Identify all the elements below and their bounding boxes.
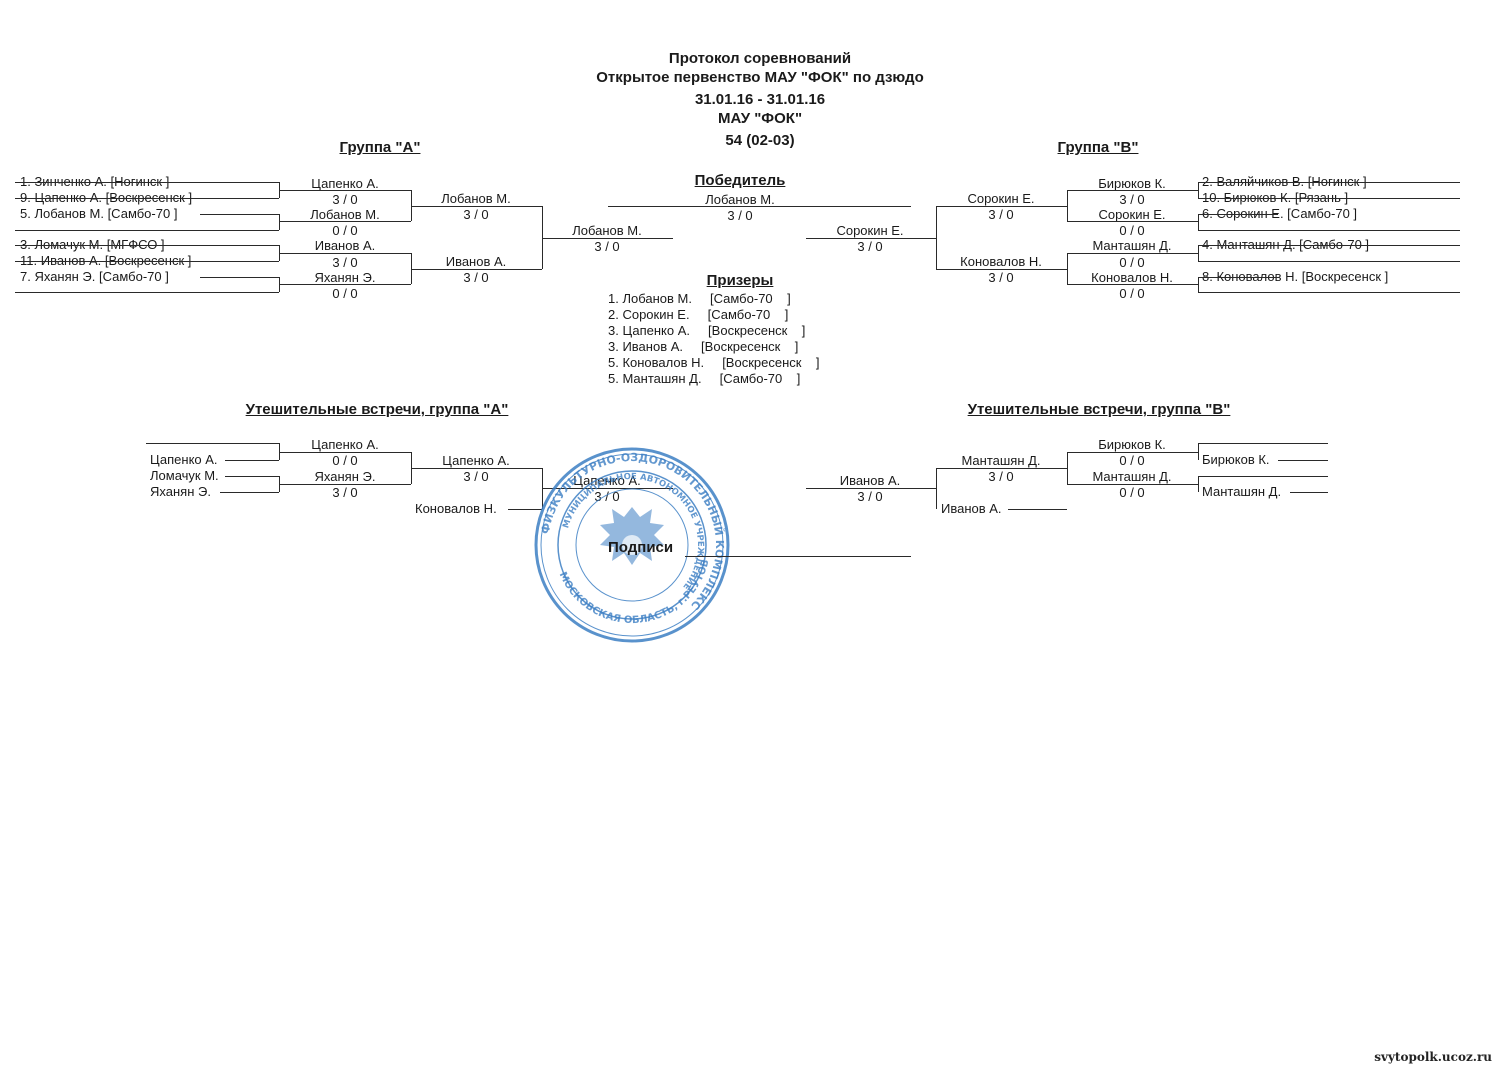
signatures-label: Подписи <box>608 539 674 556</box>
entrant: Манташян Д. <box>1202 484 1282 499</box>
entrant: 4. Манташян Д. [Самбо-70 ] <box>1202 237 1370 252</box>
entrant: Ломачук М. <box>150 468 219 483</box>
match-winner: Иванов А. <box>314 238 376 253</box>
match-winner: Цапенко А. <box>311 176 379 191</box>
consolation-b-title: Утешительные встречи, группа "В" <box>967 401 1231 418</box>
entrant: 5. Лобанов М. [Самбо-70 ] <box>20 206 178 221</box>
entrant: 10. Бирюков К. [Рязань ] <box>1202 190 1349 205</box>
match-score: 0 / 0 <box>1119 286 1145 301</box>
entrant: Бирюков К. <box>1202 452 1270 467</box>
match-winner: Сорокин Е. <box>1098 207 1166 222</box>
match-score: 3 / 0 <box>988 270 1014 285</box>
match-winner: Манташян Д. <box>961 453 1041 468</box>
prize-item: 5. Манташян Д. [Самбо-70 ] <box>608 371 801 386</box>
prize-item: 5. Коновалов Н. [Воскресенск ] <box>608 355 820 370</box>
match-score: 3 / 0 <box>463 207 489 222</box>
entrant: 11. Иванов А. [Воскресенск ] <box>20 253 192 268</box>
match-score: 0 / 0 <box>1119 255 1145 270</box>
entrant: 8. Коновалов Н. [Воскресенск ] <box>1202 269 1389 284</box>
match-winner: Сорокин Е. <box>967 191 1035 206</box>
entrant: Цапенко А. <box>150 452 218 467</box>
match-score: 3 / 0 <box>1119 192 1145 207</box>
prize-item: 2. Сорокин Е. [Самбо-70 ] <box>608 307 789 322</box>
signature-line <box>685 556 911 557</box>
entrant: Яханян Э. <box>150 484 211 499</box>
match-score: 0 / 0 <box>332 223 358 238</box>
consolation-b-winner: Иванов А. <box>839 473 901 488</box>
match-score: 3 / 0 <box>988 207 1014 222</box>
match-winner: Манташян Д. <box>1092 469 1172 484</box>
match-winner: Цапенко А. <box>311 437 379 452</box>
entrant: 3. Ломачук М. [МГФСО ] <box>20 237 165 252</box>
match-score: 3 / 0 <box>332 192 358 207</box>
winner-title: Победитель <box>694 172 786 189</box>
match-score: 0 / 0 <box>1119 453 1145 468</box>
weight-category: 54 (02-03) <box>725 132 795 149</box>
competition-dates: 31.01.16 - 31.01.16 <box>694 91 826 108</box>
entrant: 2. Валяйчиков В. [Ногинск ] <box>1202 174 1367 189</box>
eagle-emblem-icon <box>600 507 664 565</box>
group-b-final-winner: Сорокин Е. <box>836 223 904 238</box>
match-winner: Манташян Д. <box>1092 238 1172 253</box>
bye-entrant: Иванов А. <box>941 501 1002 516</box>
match-winner: Лобанов М. <box>310 207 380 222</box>
winner-name: Лобанов М. <box>705 192 775 207</box>
match-score: 3 / 0 <box>332 255 358 270</box>
entrant: 6. Сорокин Е. [Самбо-70 ] <box>1202 206 1358 221</box>
site-watermark: svytopolk.ucoz.ru <box>1374 1050 1492 1064</box>
match-winner: Бирюков К. <box>1098 437 1166 452</box>
match-winner: Коновалов Н. <box>1091 270 1173 285</box>
venue: МАУ "ФОК" <box>717 110 803 127</box>
protocol-title: Протокол соревнований <box>668 50 852 67</box>
prize-item: 3. Цапенко А. [Воскресенск ] <box>608 323 806 338</box>
prize-item: 3. Иванов А. [Воскресенск ] <box>608 339 799 354</box>
match-score: 3 / 0 <box>594 239 620 254</box>
match-score: 3 / 0 <box>988 469 1014 484</box>
entrant: 7. Яханян Э. [Самбо-70 ] <box>20 269 169 284</box>
prize-item: 1. Лобанов М. [Самбо-70 ] <box>608 291 791 306</box>
match-winner: Коновалов Н. <box>960 254 1042 269</box>
match-score: 3 / 0 <box>463 270 489 285</box>
bye-entrant: Коновалов Н. <box>415 501 497 516</box>
prizes-title: Призеры <box>706 272 774 289</box>
match-score: 0 / 0 <box>332 453 358 468</box>
match-winner: Лобанов М. <box>441 191 511 206</box>
entrant: 1. Зинченко А. [Ногинск ] <box>20 174 170 189</box>
winner-score: 3 / 0 <box>727 208 753 223</box>
match-winner: Цапенко А. <box>442 453 510 468</box>
match-winner: Иванов А. <box>445 254 507 269</box>
match-winner: Яханян Э. <box>314 469 376 484</box>
match-score: 3 / 0 <box>463 469 489 484</box>
match-score: 0 / 0 <box>1119 485 1145 500</box>
match-winner: Бирюков К. <box>1098 176 1166 191</box>
official-seal: ФИЗКУЛЬТУРНО-ОЗДОРОВИТЕЛЬНЫЙ КОМПЛЕКС МУ… <box>534 447 730 643</box>
group-b-title: Группа "В" <box>1057 139 1139 156</box>
competition-name: Открытое первенство МАУ "ФОК" по дзюдо <box>596 69 924 86</box>
match-winner: Яханян Э. <box>314 270 376 285</box>
group-a-title: Группа "А" <box>339 139 421 156</box>
match-score: 3 / 0 <box>857 239 883 254</box>
entrant: 9. Цапенко А. [Воскресенск ] <box>20 190 193 205</box>
match-score: 3 / 0 <box>857 489 883 504</box>
consolation-a-title: Утешительные встречи, группа "А" <box>245 401 509 418</box>
match-score: 3 / 0 <box>332 485 358 500</box>
prizes-list: 1. Лобанов М. [Самбо-70 ] 2. Сорокин Е. … <box>608 291 820 387</box>
group-a-final-winner: Лобанов М. <box>572 223 642 238</box>
match-score: 0 / 0 <box>332 286 358 301</box>
match-score: 3 / 0 <box>594 489 620 504</box>
match-score: 0 / 0 <box>1119 223 1145 238</box>
